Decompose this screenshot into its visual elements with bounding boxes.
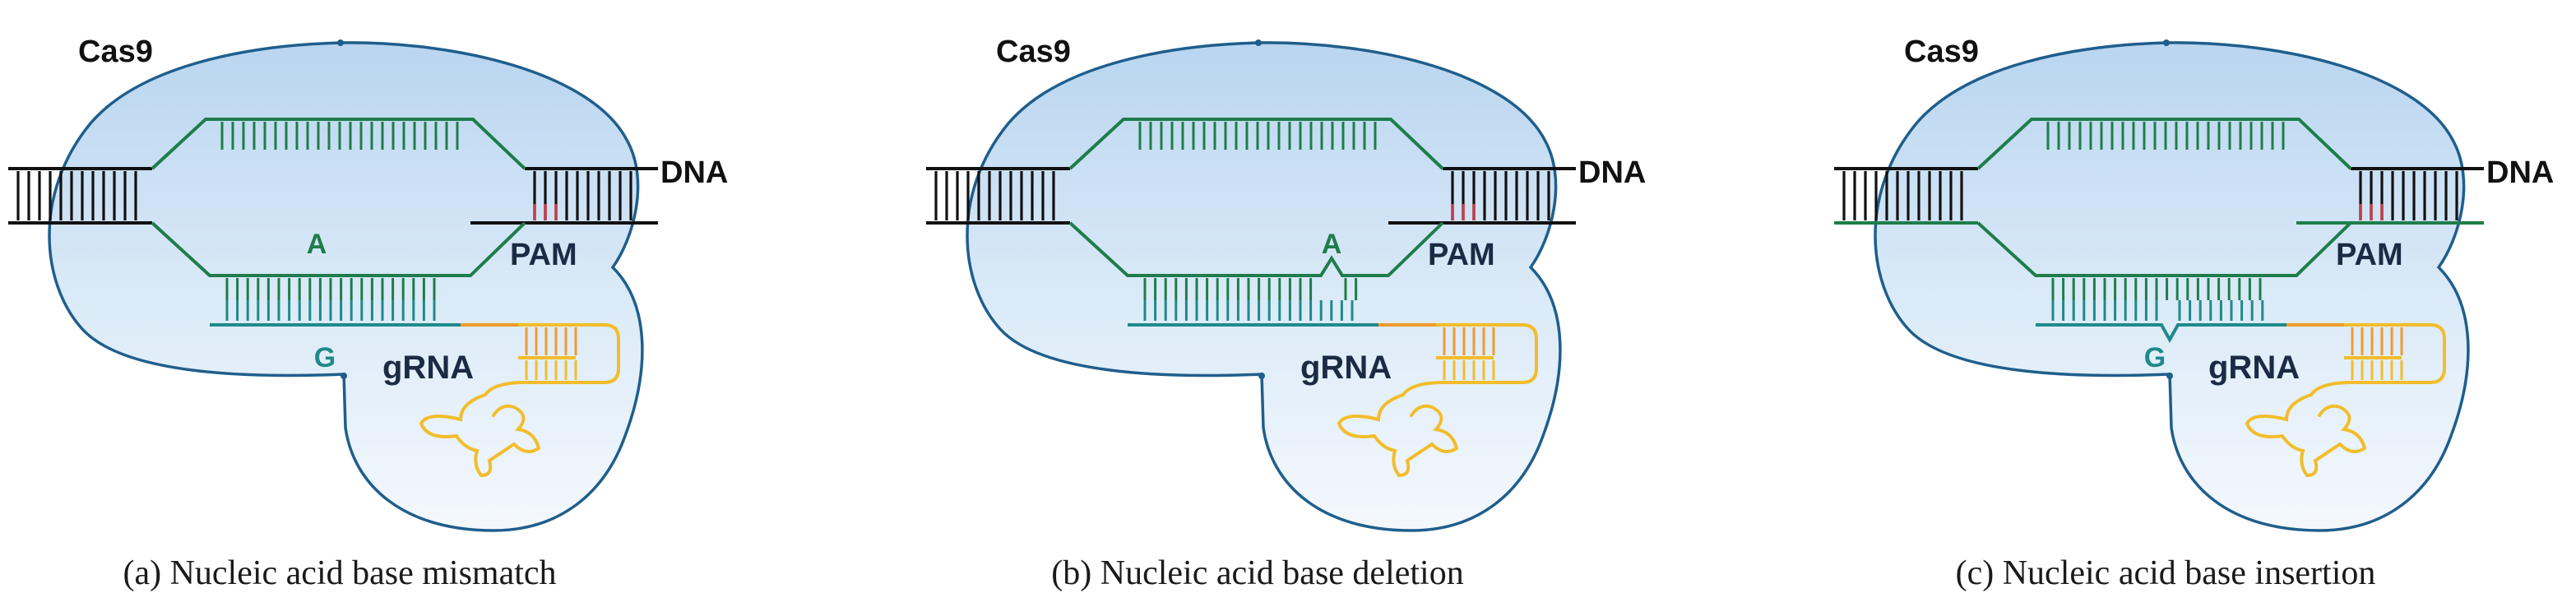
grna-scaffold-tail: [2245, 381, 2367, 478]
nontarget-bases: [1138, 122, 1377, 150]
grna-spacer-strand: [2036, 323, 2286, 344]
dna-target-strand: [1068, 221, 1444, 277]
scaffold-yellow-bases: [2351, 360, 2403, 380]
nontarget-bases: [2046, 122, 2285, 150]
panel-caption: (a) Nucleic acid base mismatch: [123, 554, 556, 592]
cas9-protein-body: [1874, 41, 2470, 532]
dna-nontarget-strand: [151, 118, 526, 170]
grna-label: gRNA: [1300, 350, 1392, 386]
grna-scaffold-loop: [1436, 323, 1538, 384]
pam-basepairs: [2359, 204, 2384, 220]
cas9-notch-dot: [341, 373, 347, 379]
cas9-notch-dot: [1258, 373, 1265, 379]
grna-scaffold-tail: [1337, 381, 1459, 478]
pam-basepairs: [533, 204, 558, 220]
target-bases: [225, 278, 436, 300]
dna-label: DNA: [2486, 155, 2554, 190]
scaffold-orange-bases: [2351, 327, 2403, 355]
grna-label: gRNA: [382, 350, 474, 386]
dna-label: DNA: [660, 155, 728, 190]
pam-label: PAM: [1428, 238, 1495, 272]
target-bases-right: [1344, 278, 1358, 300]
grna-label: gRNA: [2208, 350, 2300, 386]
dna-label: DNA: [1578, 155, 1646, 190]
grna-scaffold-loop: [518, 323, 620, 384]
target-bases-left: [1143, 278, 1313, 300]
pam-label: PAM: [510, 238, 577, 272]
cas9-protein-body: [48, 41, 644, 532]
pam-label: PAM: [2336, 238, 2403, 272]
cas9-label: Cas9: [1904, 35, 1979, 69]
guide-bases: [1143, 300, 1354, 321]
dna-left-basepairs: [16, 171, 137, 220]
dna-target-strand: [151, 221, 526, 277]
panel-caption: (b) Nucleic acid base deletion: [1051, 554, 1463, 592]
cas9-label: Cas9: [78, 35, 153, 69]
cas9-label: Cas9: [996, 35, 1071, 69]
mismatch-base-bottom: G: [2144, 342, 2166, 373]
guide-bases-left: [2051, 300, 2158, 321]
cas9-top-dot: [1255, 39, 1262, 46]
guide-bases: [225, 300, 436, 321]
guide-bases-right: [2178, 300, 2264, 321]
dna-target-strand: [1976, 221, 2352, 277]
panel-caption: (c) Nucleic acid base insertion: [1956, 554, 2376, 592]
dna-left-basepairs: [1842, 171, 1963, 220]
grna-scaffold-loop: [2344, 323, 2446, 384]
dna-right-basepairs: [1451, 171, 1550, 220]
scaffold-orange-bases: [1443, 327, 1495, 355]
cas9-top-dot: [337, 39, 344, 46]
grna-scaffold-tail: [419, 381, 541, 478]
scaffold-yellow-bases: [1443, 360, 1495, 380]
nontarget-bases: [220, 122, 459, 150]
pam-basepairs: [1451, 204, 1476, 220]
cas9-protein-body: [966, 41, 1562, 532]
target-bases: [2051, 278, 2262, 300]
dna-left-basepairs: [934, 171, 1055, 220]
mismatch-base-top: A: [307, 229, 327, 260]
dna-nontarget-strand: [1068, 118, 1444, 170]
cas9-notch-dot: [2166, 373, 2173, 379]
mismatch-base-top: A: [1322, 229, 1342, 260]
mismatch-base-bottom: G: [314, 342, 336, 373]
scaffold-yellow-bases: [525, 360, 577, 380]
cas9-top-dot: [2163, 39, 2170, 46]
dna-nontarget-strand: [1976, 118, 2352, 170]
scaffold-orange-bases: [525, 327, 577, 355]
dna-right-basepairs: [533, 171, 632, 220]
